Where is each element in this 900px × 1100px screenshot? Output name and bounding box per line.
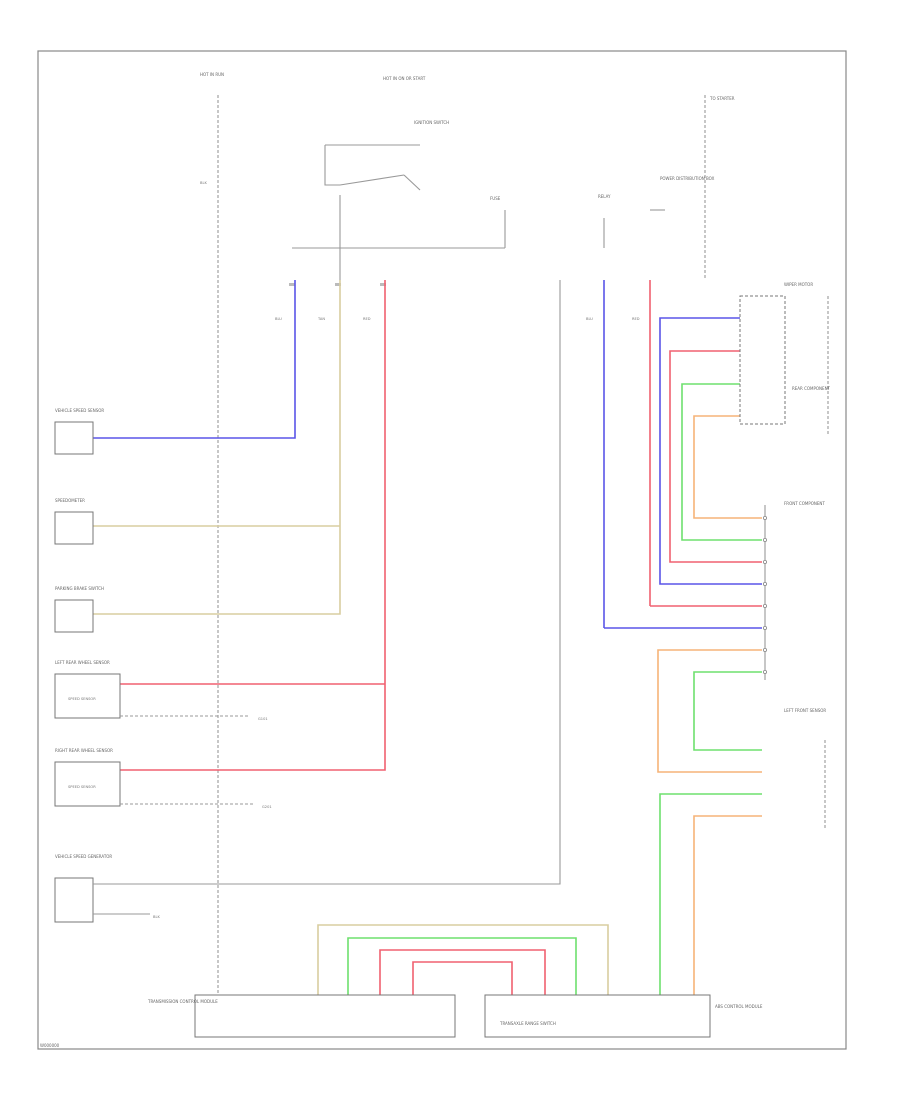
wire-tan-bottom <box>317 924 609 995</box>
wire-green-abs <box>659 793 762 995</box>
parking-brake-switch-label: PARKING BRAKE SWITCH <box>55 586 104 591</box>
terminal-2 <box>763 538 768 543</box>
right-rear-sensor-box <box>54 761 121 807</box>
note-top: HOT IN ON OR START <box>383 76 426 81</box>
connector-top-2 <box>335 283 341 286</box>
ignition-switch-frame <box>324 145 340 186</box>
rear-comp-label: REAR COMPONENT <box>792 386 831 391</box>
wire-orange-lower <box>657 649 762 773</box>
ignition-switch-label: IGNITION SWITCH <box>414 120 449 125</box>
abs-label: ABS CONTROL MODULE <box>715 1004 763 1009</box>
tcm-label: TRANSMISSION CONTROL MODULE <box>147 999 218 1004</box>
vehicle-speed-gen-box <box>54 877 94 923</box>
terminal-8 <box>763 670 768 675</box>
corner-code: W000000 <box>40 1043 60 1048</box>
relay-label: RELAY <box>598 194 611 199</box>
connector-top-3 <box>380 283 386 286</box>
wire-red-code: RED <box>363 317 371 321</box>
wire-blue-right-loop <box>659 317 762 585</box>
wire-red-bottom-outer <box>379 949 546 995</box>
wiper-motor-label: WIPER MOTOR <box>784 282 813 287</box>
power-dist-label: POWER DISTRIBUTION BOX <box>660 176 715 181</box>
wire-orange-abs <box>693 815 762 995</box>
wire-green-lower <box>693 671 762 751</box>
terminal-5 <box>763 604 768 609</box>
column-left-label: HOT IN RUN <box>200 72 224 77</box>
wire-red-right-loop <box>669 350 762 563</box>
terminal-6 <box>763 626 768 631</box>
fuse-left-label: FUSE <box>490 196 501 201</box>
left-rear-ground-code: G101 <box>258 717 268 721</box>
terminal-1 <box>763 516 768 521</box>
vehicle-speed-sensor-box <box>54 421 94 455</box>
speedometer-box <box>54 511 94 545</box>
parking-brake-switch-box <box>54 599 94 633</box>
connector-top-1 <box>289 283 295 286</box>
range-switch-box <box>484 994 711 1038</box>
terminal-4 <box>763 582 768 587</box>
wire-red-right-code: RED <box>632 317 640 321</box>
wiper-motor-box <box>739 295 786 425</box>
wire-red-bottom-inner <box>412 961 513 995</box>
ignition-contact-1 <box>339 174 405 186</box>
range-switch-label: TRANSAXLE RANGE SWITCH <box>499 1021 556 1026</box>
left-front-label: LEFT FRONT SENSOR <box>784 708 826 713</box>
left-rear-sensor-box <box>54 673 121 719</box>
wire-green-bottom <box>347 937 577 995</box>
speedometer-label: SPEEDOMETER <box>55 498 85 503</box>
left-rear-sensor-inner: SPEED SENSOR <box>68 697 96 701</box>
terminal-7 <box>763 648 768 653</box>
top-right-label: TO STARTER <box>709 96 735 101</box>
ignition-contact-2 <box>403 174 421 191</box>
tcm-box <box>194 994 456 1038</box>
wire-blue-left <box>92 280 296 439</box>
wire-blue-left-code: BLU <box>275 317 282 321</box>
terminal-3 <box>763 560 768 565</box>
vehicle-speed-gen-label: VEHICLE SPEED GENERATOR <box>55 854 112 859</box>
wire-red-main <box>120 280 386 771</box>
wire-tan-code: TAN <box>317 317 325 321</box>
right-rear-sensor-label: RIGHT REAR WHEEL SENSOR <box>55 748 113 753</box>
diagram-frame <box>37 50 847 1050</box>
wire-blue-right-code: BLU <box>586 317 593 321</box>
right-rear-sensor-inner: SPEED SENSOR <box>68 785 96 789</box>
wire-tan-main <box>92 280 341 615</box>
vehicle-speed-sensor-label: VEHICLE SPEED SENSOR <box>55 408 104 413</box>
wire-orange-right-loop <box>693 415 762 519</box>
left-rear-sensor-label: LEFT REAR WHEEL SENSOR <box>55 660 110 665</box>
left-supply-code: BLK <box>200 181 207 185</box>
wire-green-right-loop <box>681 383 762 541</box>
right-block-label: FRONT COMPONENT <box>784 501 825 506</box>
vsg-wire <box>93 280 561 885</box>
right-rear-ground-code: G201 <box>262 805 272 809</box>
vsg-ground-code: BLK <box>153 915 160 919</box>
